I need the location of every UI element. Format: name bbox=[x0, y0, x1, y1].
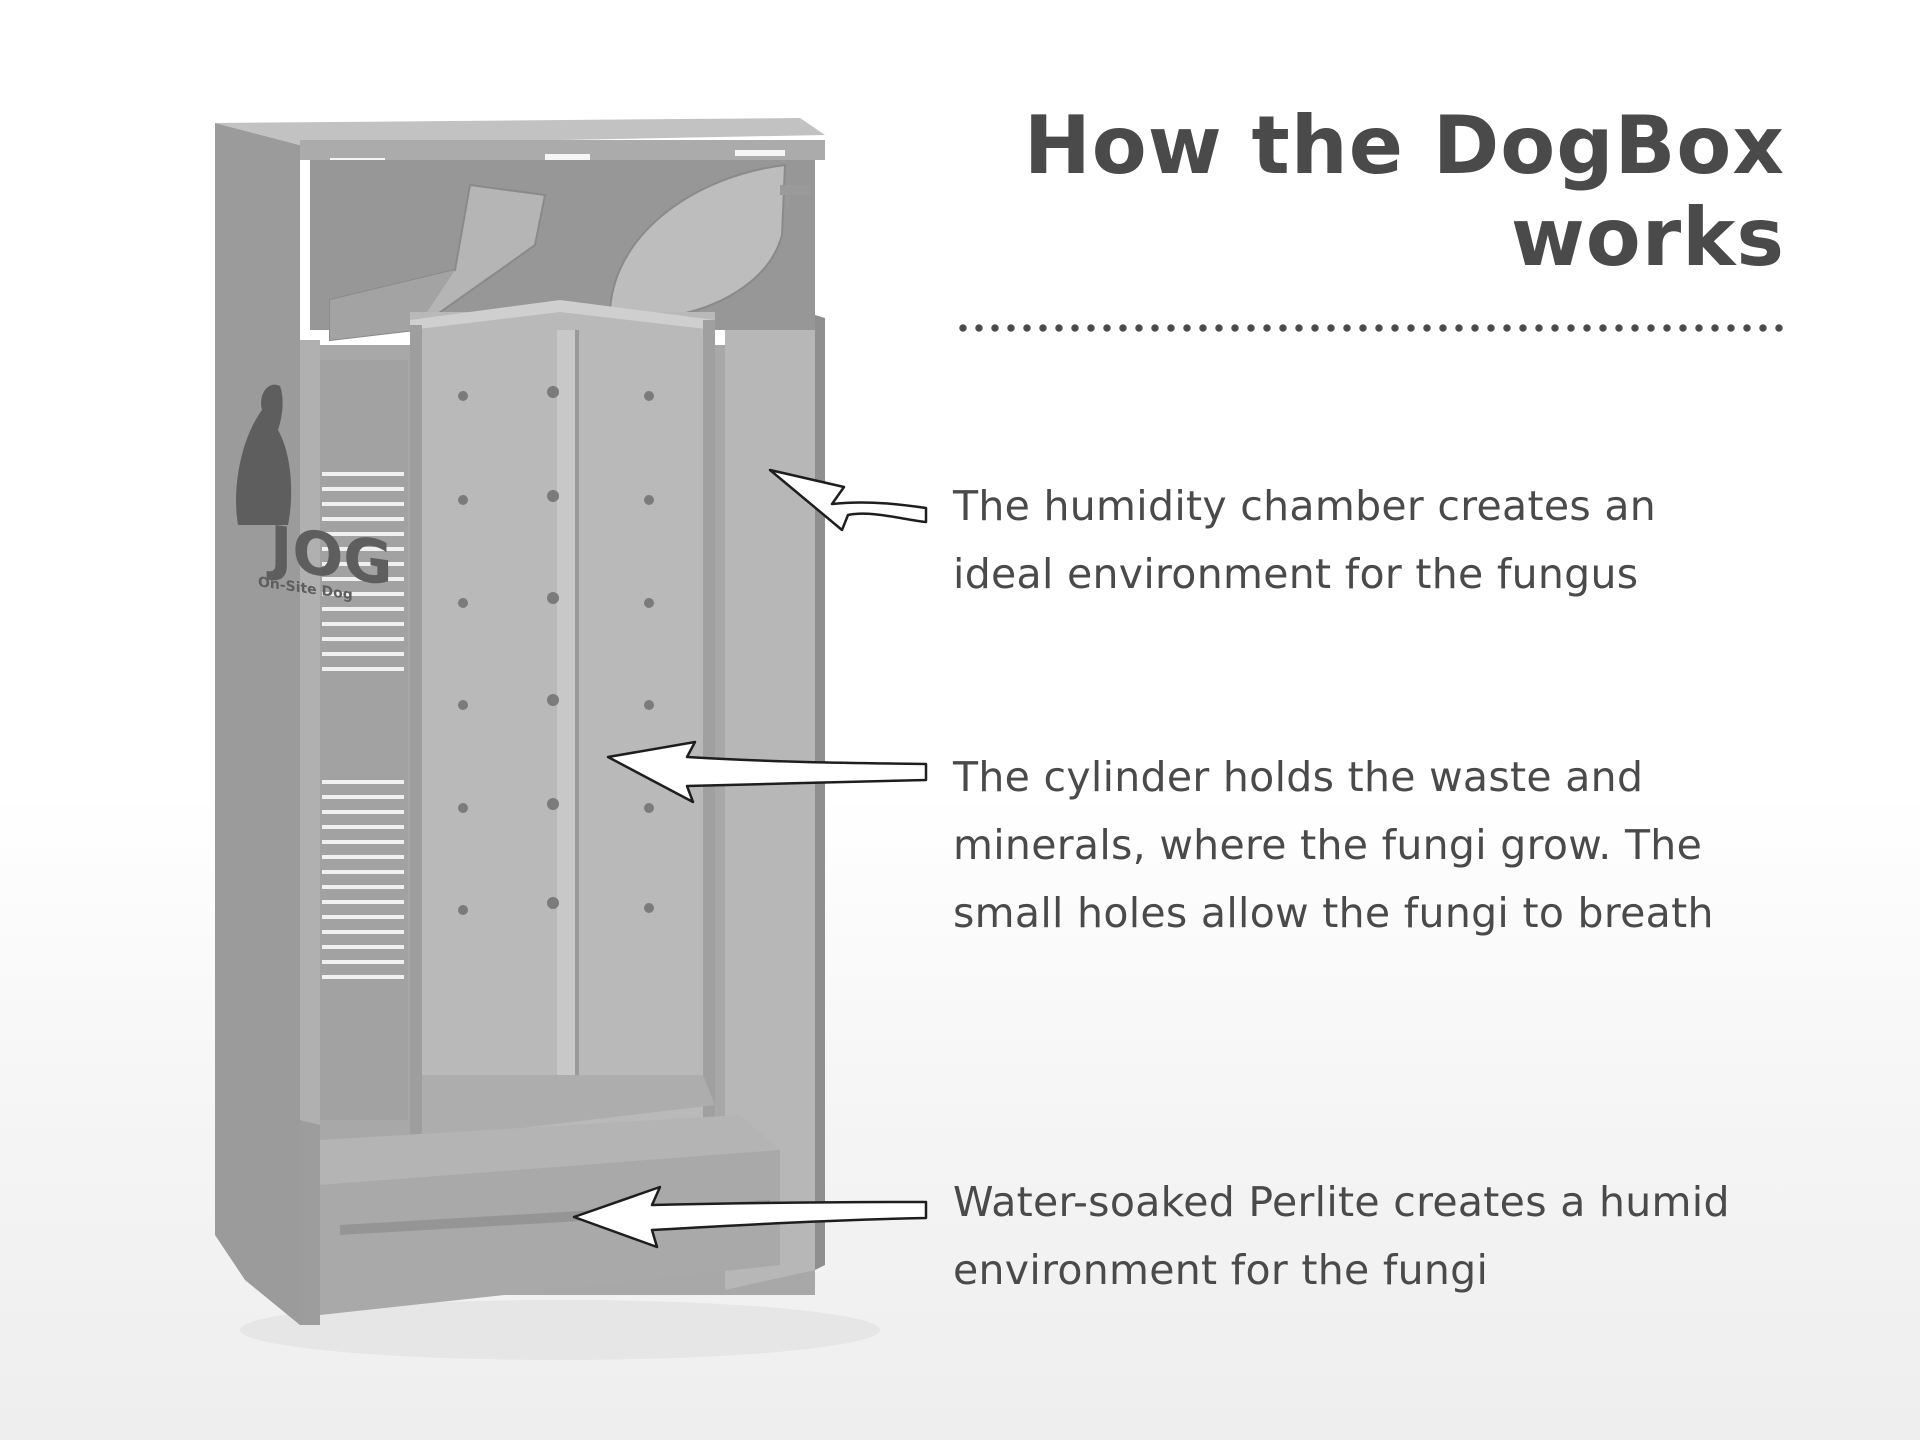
hole bbox=[458, 391, 468, 401]
lid-slot-2 bbox=[545, 154, 590, 160]
vent-slat bbox=[322, 517, 404, 521]
vent-slat bbox=[322, 855, 404, 859]
vent-slat bbox=[322, 810, 404, 814]
cylinder-divider-shadow bbox=[575, 330, 579, 1100]
hole bbox=[547, 694, 559, 706]
vent-slat bbox=[322, 667, 404, 671]
cylinder-right-wall bbox=[703, 320, 715, 1140]
hole bbox=[547, 897, 559, 909]
vent-slat bbox=[322, 502, 404, 506]
hole bbox=[644, 391, 654, 401]
hole bbox=[644, 903, 654, 913]
box-right-edge bbox=[815, 315, 825, 1270]
vent-slat bbox=[322, 637, 404, 641]
page-title: How the DogBox works bbox=[885, 100, 1785, 284]
hole bbox=[644, 700, 654, 710]
vent-slat bbox=[322, 840, 404, 844]
caption-cylinder: The cylinder holds the waste and mineral… bbox=[953, 743, 1753, 947]
vent-slat bbox=[322, 975, 404, 979]
base-left-lip bbox=[300, 1120, 320, 1325]
vent-slat bbox=[322, 652, 404, 656]
vent-slat bbox=[322, 915, 404, 919]
hole bbox=[547, 798, 559, 810]
caption-perlite: Water-soaked Perlite creates a humid env… bbox=[953, 1168, 1753, 1304]
cylinder-center-divider bbox=[557, 330, 575, 1100]
vent-slat bbox=[322, 960, 404, 964]
hole bbox=[458, 495, 468, 505]
vent-slat bbox=[322, 795, 404, 799]
flap-hinge-pin bbox=[780, 185, 810, 195]
hole bbox=[547, 386, 559, 398]
vent-slat bbox=[322, 487, 404, 491]
hole bbox=[458, 905, 468, 915]
hole bbox=[644, 495, 654, 505]
cylinder-left-wall bbox=[410, 325, 422, 1140]
vent-slat bbox=[322, 885, 404, 889]
dotted-divider bbox=[955, 323, 1785, 333]
vent-slat bbox=[322, 870, 404, 874]
hole bbox=[547, 490, 559, 502]
hole bbox=[547, 592, 559, 604]
vent-slat bbox=[322, 930, 404, 934]
hole bbox=[458, 700, 468, 710]
hole bbox=[458, 598, 468, 608]
vent-slat bbox=[322, 945, 404, 949]
hole bbox=[644, 598, 654, 608]
caption-humidity-chamber: The humidity chamber creates an ideal en… bbox=[953, 472, 1753, 608]
vent-slat bbox=[322, 472, 404, 476]
vent-slat bbox=[322, 622, 404, 626]
vent-slat bbox=[322, 780, 404, 784]
box-left-side bbox=[215, 123, 300, 1325]
vent-slat bbox=[322, 825, 404, 829]
lid-slot-3 bbox=[735, 150, 785, 156]
hole bbox=[644, 803, 654, 813]
vent-slat bbox=[322, 900, 404, 904]
vent-slat bbox=[322, 607, 404, 611]
hole bbox=[458, 803, 468, 813]
